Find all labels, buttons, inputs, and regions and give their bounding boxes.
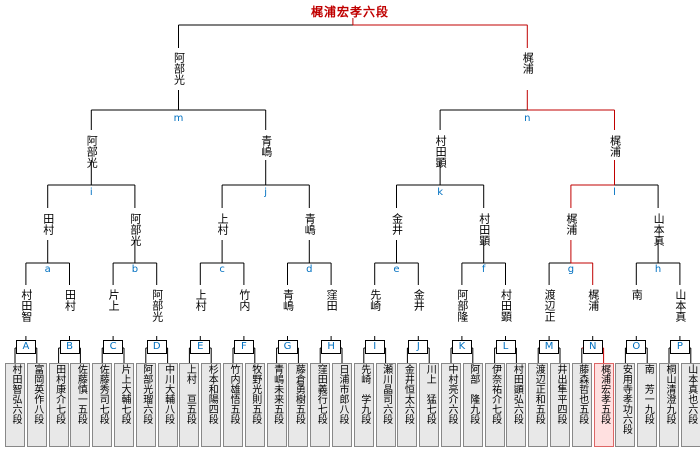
match-label-O: O (626, 340, 647, 354)
player-box: 上村 亘五段 (179, 363, 200, 447)
final-finalist: 阿部光 (172, 52, 186, 85)
r2-winner: 村田顕 (499, 289, 513, 322)
r2-winner: 村田智 (19, 289, 33, 322)
player-box: 日浦市郎八段 (332, 363, 352, 447)
r2-winner: 山本真 (673, 289, 687, 322)
r2-winner: 阿部光 (150, 289, 164, 322)
game-label-c: c (219, 264, 225, 275)
player-box: 先崎 学九段 (353, 363, 374, 447)
match-label-G: G (277, 340, 298, 354)
r2-winner: 田村 (63, 289, 77, 311)
r2-winner: 金井 (412, 289, 426, 311)
r4-winner: 阿部光 (85, 135, 99, 168)
player-box: 村田顕弘六段 (506, 363, 527, 447)
player-box: 瀬川晶司六段 (375, 363, 396, 447)
r3-winner: 阿部光 (128, 213, 142, 246)
r3-winner: 山本真 (652, 213, 666, 246)
r3-winner: 青嶋 (303, 213, 317, 235)
game-label-g: g (567, 264, 575, 275)
r3-winner: 村田顕 (477, 213, 491, 246)
player-box: 窪田義行七段 (310, 363, 331, 447)
player-box: 中川大輔八段 (157, 363, 178, 447)
player-box: 伊奈祐介七段 (484, 363, 505, 447)
final-finalist: 梶浦 (521, 52, 535, 74)
player-box: 川上 猛七段 (419, 363, 440, 447)
game-label-k: k (437, 187, 443, 198)
r2-winner: 上村 (194, 289, 208, 311)
r4-winner: 青嶋 (259, 135, 273, 157)
r2-winner: 窪田 (325, 289, 339, 311)
player-box: 藤森哲也五段 (571, 363, 592, 447)
player-box: 中村亮介六段 (441, 363, 461, 447)
r2-winner: 梶浦 (586, 289, 600, 311)
player-box: 杉本和陽四段 (201, 363, 222, 447)
player-box: 阿部光瑠六段 (135, 363, 156, 447)
r2-winner: 竹内 (237, 289, 251, 311)
match-label-E: E (190, 340, 211, 354)
player-box: 山本真也六段 (680, 363, 700, 447)
match-label-M: M (539, 340, 560, 354)
match-label-B: B (59, 340, 80, 354)
player-box: 阿部 隆九段 (462, 363, 483, 447)
r4-winner: 梶浦 (608, 135, 622, 157)
r2-winner: 阿部隆 (455, 289, 469, 322)
game-label-h: h (654, 264, 662, 275)
game-label-d: d (306, 264, 313, 275)
player-box: 梶浦宏孝五段 (593, 363, 614, 447)
player-box: 南 芳一九段 (637, 363, 658, 447)
r3-winner: 田村 (41, 213, 55, 235)
game-label-e: e (393, 264, 400, 275)
r2-winner: 渡辺正 (543, 289, 557, 322)
r2-winner: 南 (630, 289, 644, 300)
player-box: 片上大輔七段 (114, 363, 134, 447)
match-label-F: F (233, 340, 254, 354)
r3-winner: 金井 (390, 213, 404, 235)
match-label-D: D (146, 340, 167, 354)
match-label-L: L (495, 340, 516, 354)
match-label-I: I (364, 340, 385, 354)
r2-winner: 先崎 (368, 289, 382, 311)
match-label-C: C (103, 340, 124, 354)
match-label-H: H (321, 340, 342, 354)
r2-winner: 青嶋 (281, 289, 295, 311)
player-box: 竹内雄悟五段 (223, 363, 243, 447)
match-label-A: A (15, 340, 36, 354)
match-label-P: P (669, 340, 690, 354)
game-label-i: i (89, 187, 93, 198)
game-label-m: m (173, 113, 184, 124)
player-box: 牧野光則五段 (244, 363, 265, 447)
match-label-N: N (582, 340, 603, 354)
player-box: 佐藤秀司七段 (92, 363, 113, 447)
player-box: 藤倉勇樹五段 (288, 363, 309, 447)
r3-winner: 梶浦 (564, 213, 578, 235)
match-label-J: J (408, 340, 429, 354)
player-box: 井出隼平四段 (550, 363, 570, 447)
game-label-l: l (613, 187, 616, 198)
r2-winner: 片上 (107, 289, 121, 311)
player-box: 渡辺正和五段 (528, 363, 549, 447)
player-box: 田村康介七段 (48, 363, 69, 447)
player-box: 青嶋未来五段 (266, 363, 287, 447)
game-label-a: a (44, 264, 51, 275)
bracket-title: 梶浦宏孝六段 (310, 5, 389, 19)
game-label-n: n (524, 113, 531, 124)
game-label-j: j (264, 187, 268, 198)
player-box: 富岡英作八段 (26, 363, 47, 447)
match-label-K: K (451, 340, 472, 354)
player-box: 佐藤慎一五段 (70, 363, 91, 447)
r4-winner: 村田顕 (434, 135, 448, 168)
player-box: 村田智弘六段 (5, 363, 25, 447)
player-box: 安用寺孝功六段 (615, 363, 636, 447)
game-label-b: b (131, 264, 139, 275)
player-box: 金井恒太六段 (397, 363, 418, 447)
game-label-f: f (481, 264, 486, 275)
r3-winner: 上村 (216, 213, 230, 235)
player-box: 桐山清澄九段 (659, 363, 679, 447)
